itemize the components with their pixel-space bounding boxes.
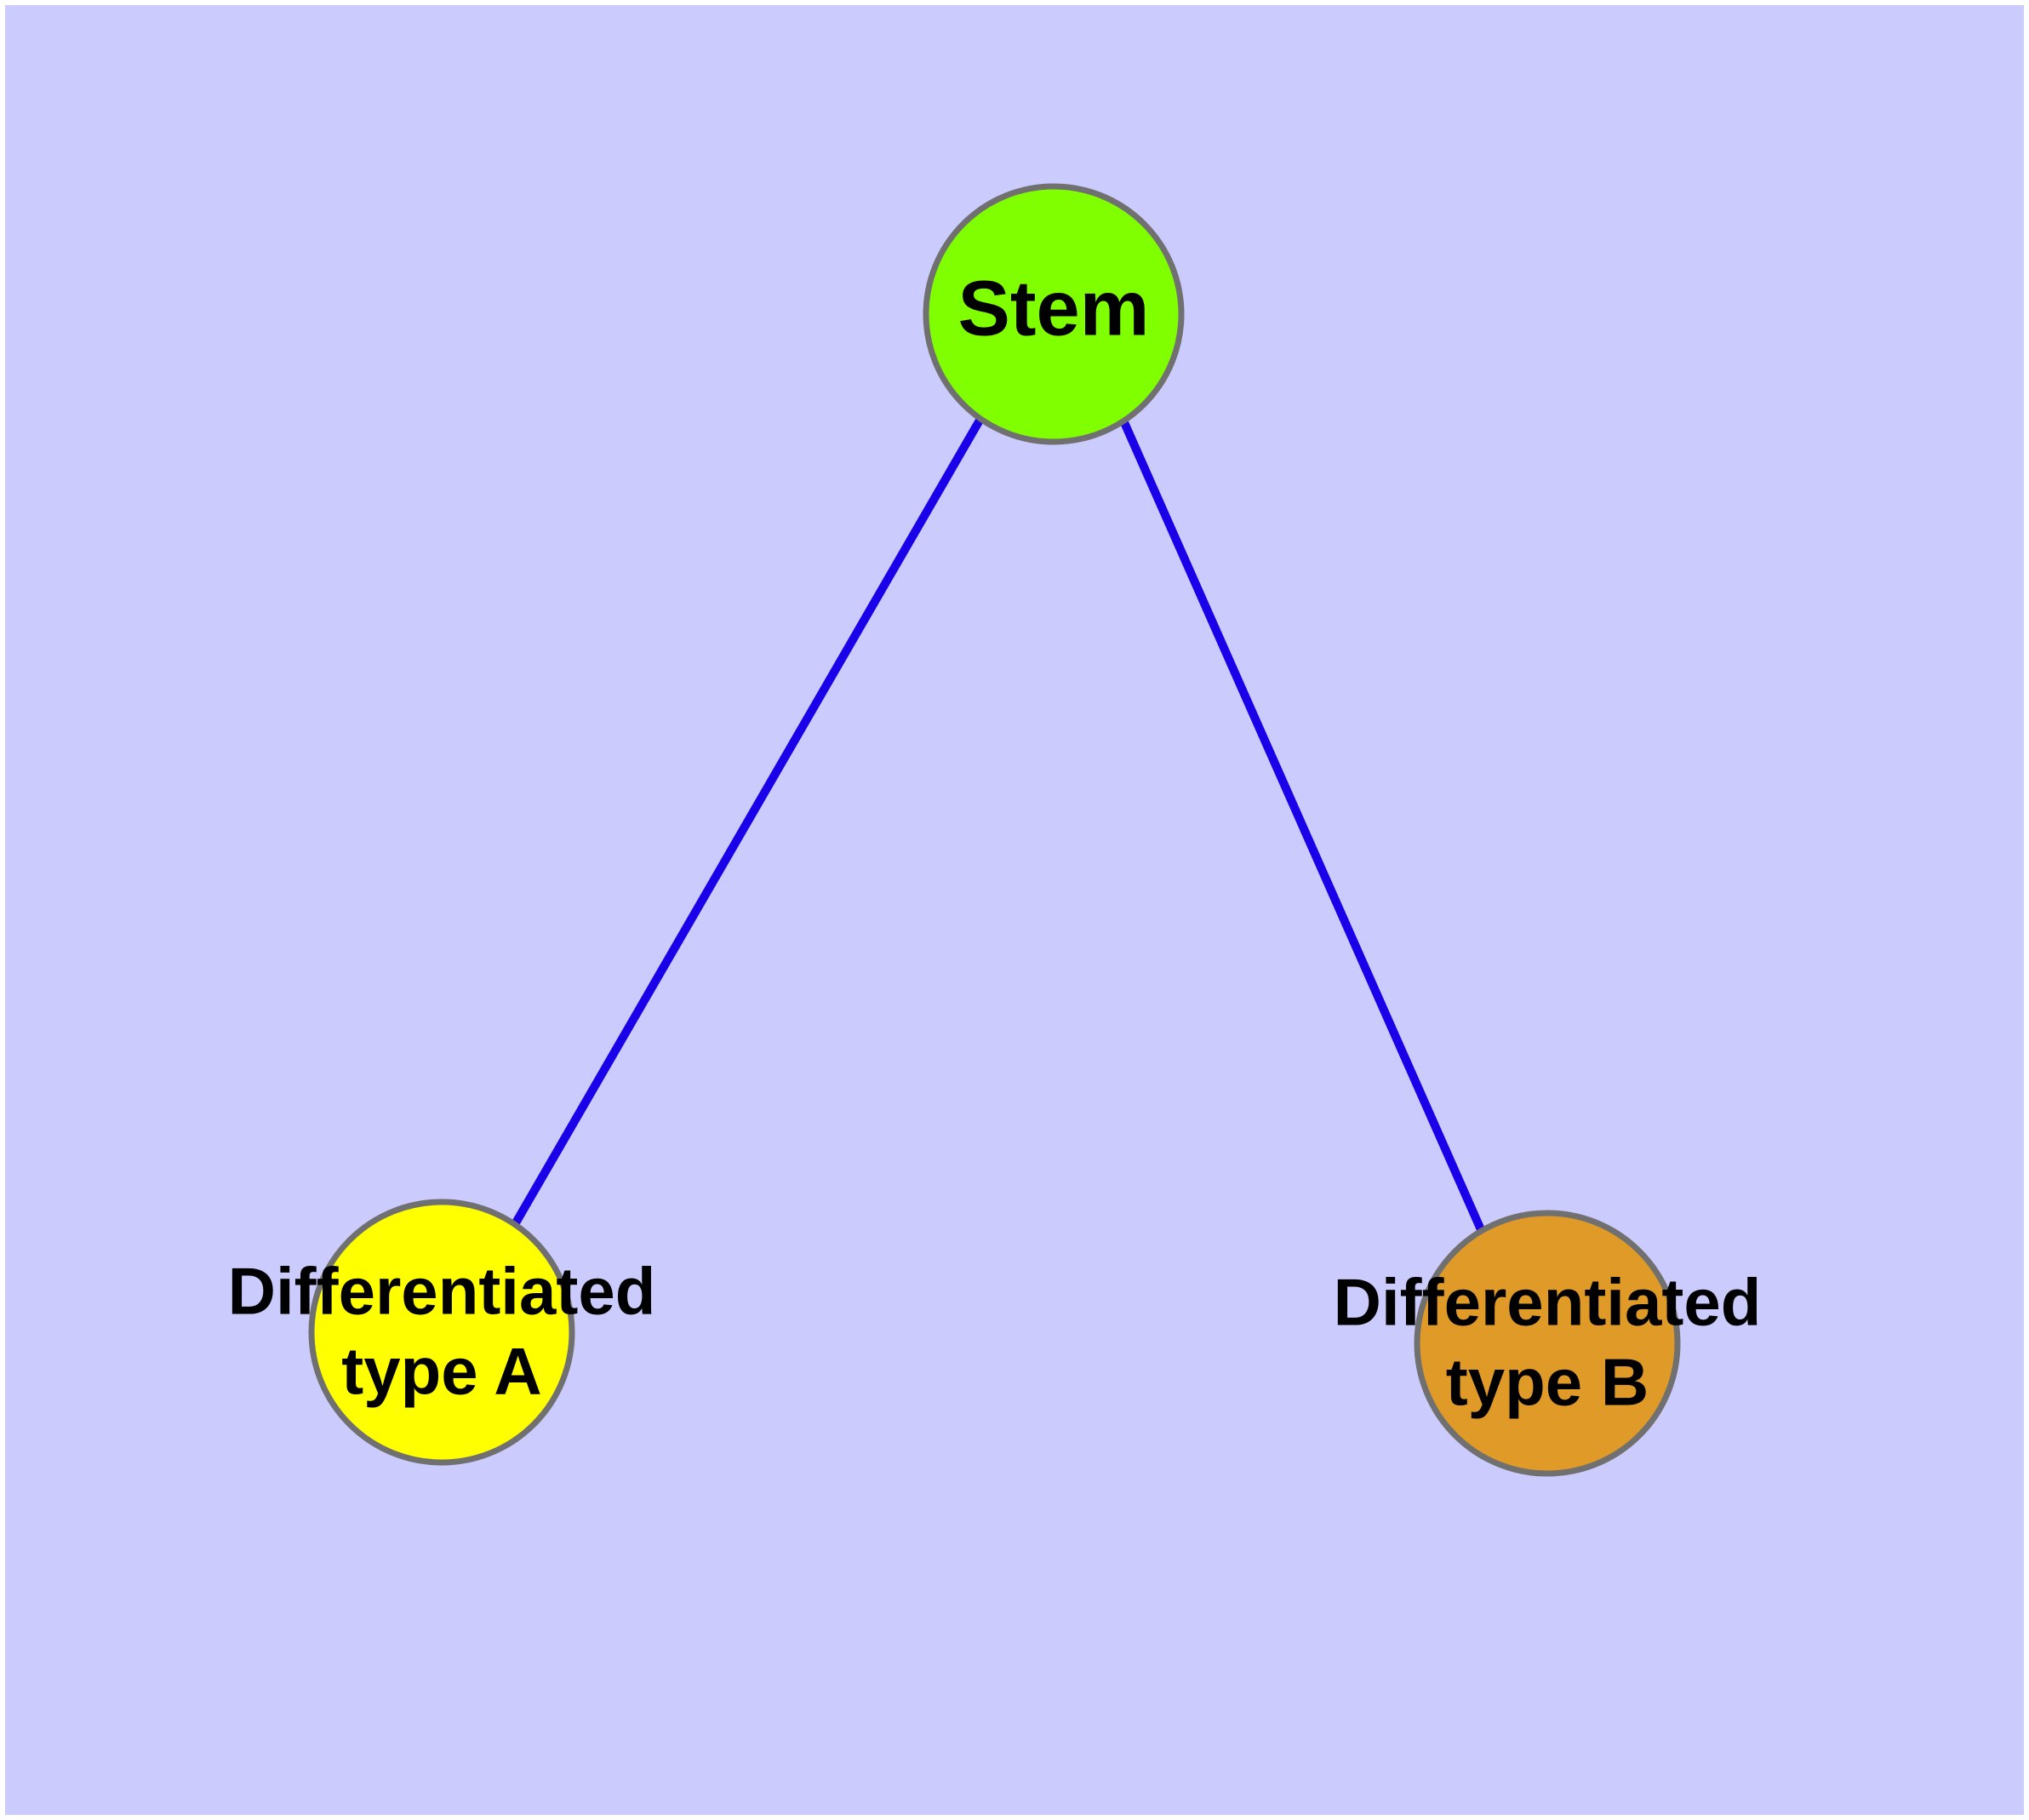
node-differentiated-type-a[interactable]: Differentiated type A <box>228 1199 656 1466</box>
node-differentiated-type-b-label-line2: type B <box>1446 1345 1649 1420</box>
node-differentiated-type-b-label-line1: Differentiated <box>1334 1265 1762 1340</box>
node-differentiated-type-a-label-line2: type A <box>341 1334 542 1409</box>
node-differentiated-type-a-circle[interactable] <box>308 1199 575 1466</box>
edges-layer <box>510 416 1487 1236</box>
node-differentiated-type-a-label-line1: Differentiated <box>228 1254 656 1329</box>
node-differentiated-type-b[interactable]: Differentiated type B <box>1334 1210 1762 1477</box>
node-stem-circle[interactable] <box>923 183 1185 445</box>
node-stem[interactable]: Stem <box>923 183 1185 445</box>
node-stem-label: Stem <box>958 265 1150 352</box>
edge-stem-to-differentiated-type-b[interactable] <box>1119 418 1487 1236</box>
node-differentiated-type-b-circle[interactable] <box>1414 1210 1681 1477</box>
nodes-layer: Stem Differentiated type A Differentiate… <box>228 183 1762 1477</box>
edge-stem-to-differentiated-type-a[interactable] <box>510 416 985 1228</box>
